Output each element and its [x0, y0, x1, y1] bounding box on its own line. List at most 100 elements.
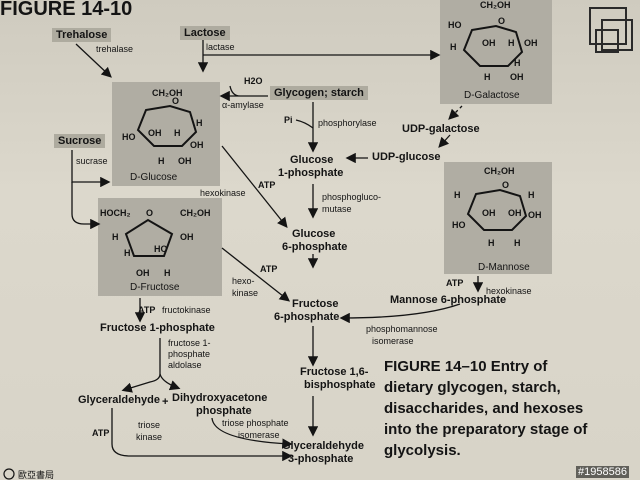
corner-decoration — [589, 7, 633, 53]
fructose-ring: HOCH₂ O CH₂OH H H HO OH OH H — [100, 208, 211, 278]
fructose-16bp-line1: Fructose 1,6- — [300, 366, 369, 378]
svg-text:HO: HO — [154, 244, 168, 254]
arrow-glycogen-glucose — [222, 85, 268, 96]
phosphomannose-isomerase-line2: isomerase — [372, 336, 414, 346]
svg-text:O: O — [172, 96, 179, 106]
fructose-6p-line2: 6-phosphate — [274, 311, 340, 323]
fructose-1p-label: Fructose 1-phosphate — [100, 322, 215, 334]
phosphoglucomutase-line1: phosphogluco- — [322, 192, 382, 202]
d-galactose-label: D-Galactose — [464, 90, 520, 101]
glucose-ring: CH₂OH O HO OH H H OH H OH — [122, 88, 204, 166]
svg-text:H: H — [484, 72, 491, 82]
hexokinase-fructose-line1: hexo- — [232, 276, 255, 286]
caption-line-4: into the preparatory stage of — [384, 421, 588, 438]
triose-kinase-line2: kinase — [136, 432, 163, 442]
lactose-label: Lactose — [180, 26, 230, 40]
svg-text:H: H — [196, 118, 203, 128]
svg-text:H: H — [112, 232, 119, 242]
fructose-structure-panel — [98, 198, 222, 296]
svg-text:H: H — [488, 238, 495, 248]
plus-sign: + — [162, 396, 169, 408]
svg-text:OH: OH — [190, 140, 204, 150]
svg-text:CH₂OH: CH₂OH — [484, 166, 515, 176]
triose-kinase-line1: triose — [138, 420, 161, 430]
f1p-aldolase-line1: fructose 1- — [168, 338, 211, 348]
arrow-glucose-g6p — [221, 145, 288, 229]
svg-text:H: H — [158, 156, 165, 166]
caption-line-1: FIGURE 14–10 Entry of — [384, 358, 548, 375]
svg-text:OH: OH — [180, 232, 194, 242]
udp-glucose-label: UDP-glucose — [372, 151, 441, 163]
triose-isomerase-line2: isomerase — [238, 430, 280, 440]
gap-line2: 3-phosphate — [288, 453, 354, 465]
trehalose-label: Trehalose — [52, 28, 112, 42]
arrow-galactose-udpgal — [448, 105, 463, 120]
alpha-amylase-label: α-amylase — [222, 100, 264, 110]
d-glucose-label: D-Glucose — [130, 172, 178, 183]
svg-text:OH: OH — [148, 128, 162, 138]
svg-text:HO: HO — [448, 20, 462, 30]
lactase-label: lactase — [206, 42, 235, 52]
fructokinase-label: fructokinase — [162, 305, 211, 315]
glyceraldehyde-label: Glyceraldehyde — [78, 394, 160, 406]
svg-text:CH₂OH: CH₂OH — [480, 0, 511, 10]
sucrose-label: Sucrose — [54, 134, 106, 148]
svg-text:OH: OH — [482, 208, 496, 218]
f1p-aldolase-line2: phosphate — [168, 349, 211, 359]
glucose-1p-line1: Glucose — [290, 154, 334, 166]
hexokinase-glucose-label: hexokinase — [200, 188, 246, 198]
figure-caption: FIGURE 14–10 Entry of dietary glycogen, … — [384, 356, 636, 461]
svg-text:OH: OH — [528, 210, 542, 220]
caption-line-5: glycolysis. — [384, 442, 461, 459]
atp-fructose-label: ATP — [260, 264, 278, 274]
svg-text:OH: OH — [508, 208, 522, 218]
glucose-6p-line1: Glucose — [292, 228, 336, 240]
arrow-glyceraldehyde-gap — [111, 408, 293, 462]
svg-text:CH₂OH: CH₂OH — [180, 208, 211, 218]
svg-text:CH₂OH: CH₂OH — [152, 88, 183, 98]
svg-text:H: H — [528, 190, 535, 200]
mannose-structure-panel — [444, 162, 552, 274]
glucose-structure-panel — [112, 82, 220, 186]
caption-line-3: disaccharides, and hexoses — [384, 400, 584, 417]
publisher-name: 歐亞書局 — [18, 471, 55, 480]
arrow-sucrose-glucose — [71, 150, 111, 188]
svg-text:OH: OH — [482, 38, 496, 48]
arrow-f1p-split — [121, 338, 161, 393]
mannose-6p-label: Mannose 6-phosphate — [390, 294, 507, 306]
arrow-fructose-f6p — [221, 247, 291, 302]
svg-text:HO: HO — [452, 220, 466, 230]
caption-line-2: dietary glycogen, starch, — [384, 379, 561, 396]
svg-text:H: H — [454, 190, 461, 200]
trehalase-label: trehalase — [96, 44, 134, 54]
d-mannose-label: D-Mannose — [478, 262, 530, 273]
phosphorylase-label: phosphorylase — [318, 118, 377, 128]
svg-text:O: O — [498, 16, 505, 26]
arrow-sucrose-fructose — [71, 182, 101, 230]
water-label: H2O — [244, 76, 263, 86]
udp-galactose-label: UDP-galactose — [402, 123, 480, 135]
glucose-1p-line2: 1-phosphate — [278, 167, 344, 179]
d-fructose-label: D-Fructose — [130, 282, 180, 293]
svg-text:HOCH₂: HOCH₂ — [100, 208, 131, 218]
publisher-logo — [3, 468, 15, 480]
galactose-ring: CH₂OH O HO OH H OH H H H OH — [448, 0, 538, 82]
dhap-line1: Dihydroxyacetone — [172, 392, 268, 404]
svg-text:H: H — [164, 268, 171, 278]
gap-line1: Glyceraldehyde — [282, 440, 364, 452]
svg-text:O: O — [146, 208, 153, 218]
hexokinase-mannose-label: hexokinase — [486, 286, 532, 296]
glycogen-starch-label: Glycogen; starch — [270, 86, 368, 100]
f1p-aldolase-line3: aldolase — [168, 360, 202, 370]
fructose-6p-line1: Fructose — [292, 298, 339, 310]
svg-text:H: H — [450, 42, 457, 52]
arrow-m6p-f6p — [339, 303, 461, 324]
arrow-trehalose-glucose — [75, 43, 112, 78]
glucose-6p-line2: 6-phosphate — [282, 241, 348, 253]
dhap-line2: phosphate — [196, 405, 252, 417]
svg-text:H: H — [514, 58, 521, 68]
figure-tag: FIGURE 14-10 — [0, 0, 133, 20]
svg-text:OH: OH — [178, 156, 192, 166]
svg-text:HO: HO — [122, 132, 136, 142]
svg-text:H: H — [124, 248, 131, 258]
